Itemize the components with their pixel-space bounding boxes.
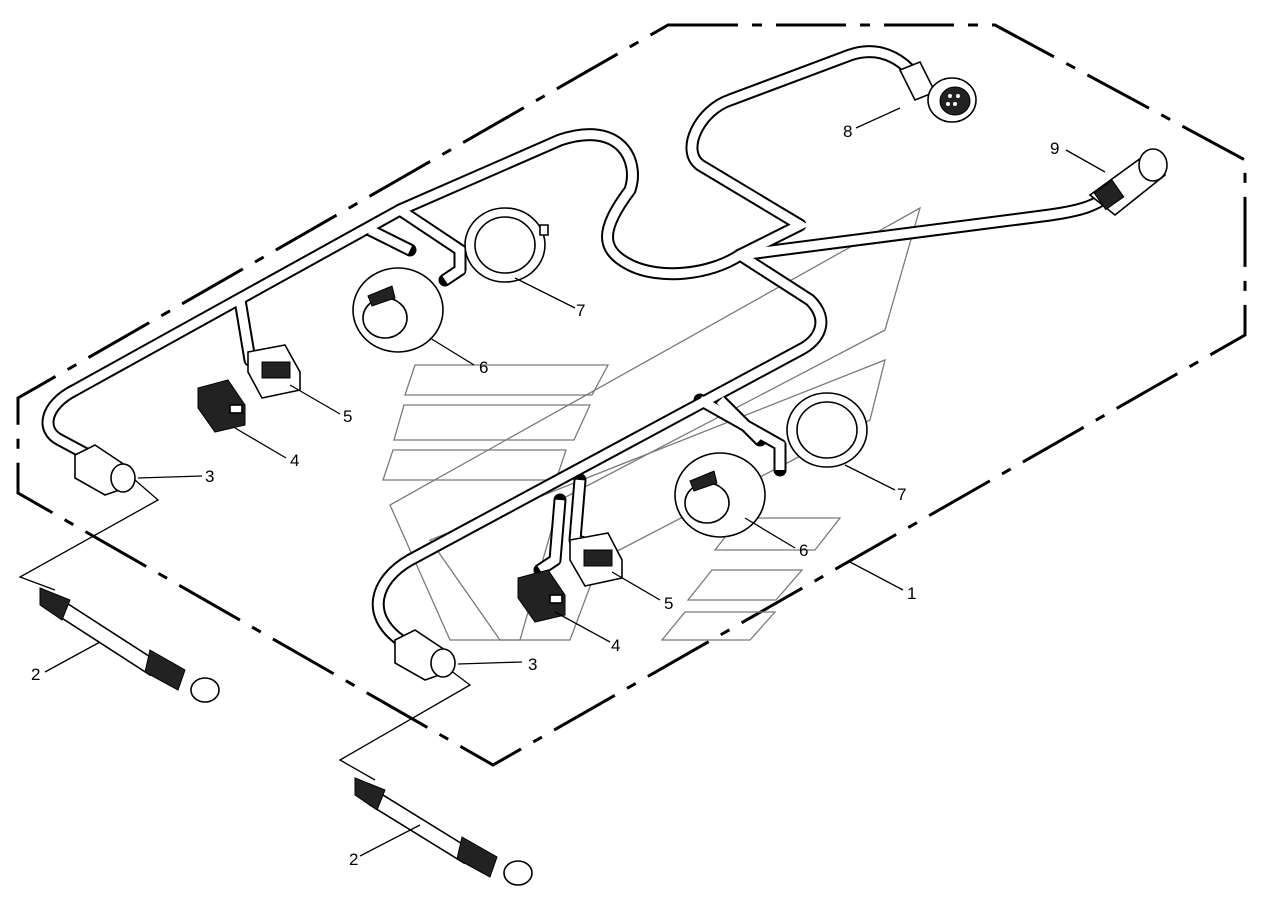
- callout-2-right: 2: [349, 850, 358, 869]
- plug-connector-upper: [197, 379, 246, 433]
- callout-7-lower: 7: [897, 485, 906, 504]
- extension-links: [18, 479, 472, 781]
- callout-3-upper: 3: [205, 467, 214, 486]
- leader-lines: [44, 107, 1106, 857]
- callout-6-lower: 6: [799, 541, 808, 560]
- inline-connector-upper: [74, 444, 136, 496]
- assembly-boundary: [16, 23, 1247, 767]
- extension-cable-right: [354, 777, 533, 886]
- callout-6-upper: 6: [479, 358, 488, 377]
- cable-coupler: [1088, 148, 1168, 217]
- inline-connector-lower: [394, 629, 456, 681]
- lamp-socket-housing-upper: [352, 267, 444, 353]
- callout-9: 9: [1050, 139, 1059, 158]
- extension-cable-left: [39, 587, 220, 703]
- callout-4-upper: 4: [290, 451, 299, 470]
- round-multipin-plug: [898, 60, 977, 123]
- callout-5-upper: 5: [343, 407, 352, 426]
- lamp-socket-housing-lower: [674, 452, 766, 538]
- socket-cover-lower: [786, 392, 868, 468]
- callout-8: 8: [843, 122, 852, 141]
- callout-3-lower: 3: [528, 655, 537, 674]
- socket-cover-upper: [464, 207, 549, 283]
- callout-5-lower: 5: [664, 594, 673, 613]
- socket-connector-upper: [247, 344, 301, 399]
- plug-connector-lower: [517, 569, 566, 623]
- callout-1: 1: [907, 584, 916, 603]
- callout-4-lower: 4: [611, 636, 620, 655]
- socket-connector-lower: [569, 532, 623, 587]
- callout-7-upper: 7: [576, 301, 585, 320]
- callout-2-left: 2: [31, 665, 40, 684]
